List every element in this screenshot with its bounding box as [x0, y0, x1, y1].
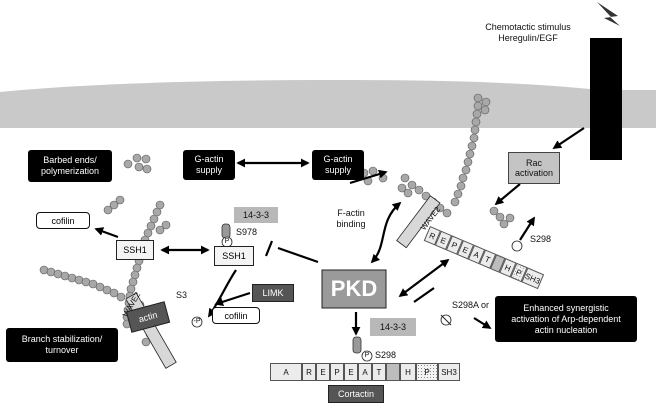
arrow-to-blank — [349, 169, 388, 185]
barbed-ends-line1: Barbed ends/ — [43, 155, 97, 165]
protein-1433-bottom-box: 14-3-3 — [370, 318, 416, 336]
arrow-limk-cofilin — [214, 291, 251, 307]
lightning-bolt-icon — [597, 2, 620, 26]
branch-line1: Branch stabilization/ — [21, 334, 103, 344]
cell-membrane — [0, 80, 656, 128]
gactin-left-line2: supply — [195, 165, 222, 175]
bottom-domain-t: T — [372, 363, 386, 381]
branch-line2: turnover — [45, 345, 79, 355]
s298-right-label: S298 — [530, 234, 552, 244]
rac-activation-box: Rac activation — [508, 152, 560, 184]
stimulus-label: Chemotactic stimulus Heregulin/EGF — [470, 22, 586, 44]
cortactin-label: Cortactin — [328, 385, 384, 403]
synergy-line1: Enhanced synergistic — [523, 302, 609, 313]
bottom-domain-r: R — [302, 363, 316, 381]
arrow-ssh1-dephospho — [208, 269, 237, 318]
arrow-pkd-factin — [370, 201, 402, 264]
barbed-ends-box: Barbed ends/ polymerization — [28, 150, 112, 182]
arrow-bottom-join — [413, 287, 435, 303]
bottom-domain-p: P — [330, 363, 344, 381]
inhibition-pkd-ssh1 — [277, 246, 319, 264]
bottom-domain-gap — [386, 363, 400, 381]
factin-line1: F-actin — [337, 208, 365, 218]
protein-1433-top-box: 14-3-3 — [234, 207, 278, 223]
cylinder-1433-bottom — [352, 336, 362, 354]
phospho-p-ssh1: P — [224, 238, 230, 245]
bottom-domain-p2: P — [416, 363, 438, 381]
gactin-right-line1: G-actin — [323, 154, 353, 164]
ssh1-left-box: SSH1 — [116, 240, 154, 260]
inhibition-bar — [264, 240, 274, 257]
factin-line2: binding — [336, 219, 366, 229]
factin-binding-label: F-actin binding — [326, 208, 376, 230]
ssh1-right-box: SSH1 — [214, 246, 254, 266]
bottom-domain-bar: A R E P E A T H P SH3 — [270, 363, 460, 381]
s978-label: S978 — [236, 227, 258, 237]
gactin-left-line1: G-actin — [194, 154, 224, 164]
s298-bottom-label: S298 — [375, 350, 397, 360]
stimulus-line1: Chemotactic stimulus — [485, 22, 571, 32]
gactin-right-line2: supply — [324, 165, 351, 175]
arrow-stimulus-rac — [552, 127, 585, 149]
pkd-box — [321, 269, 387, 309]
receptor — [590, 38, 622, 160]
cofilin-bottom-box: cofilin — [212, 307, 260, 324]
barbed-ends-line2: polymerization — [40, 166, 100, 176]
phospho-markers — [191, 236, 523, 362]
bottom-domain-sh3: SH3 — [438, 363, 460, 381]
pkd-label: PKD — [330, 276, 378, 301]
phospho-p-cortactin: P — [364, 352, 370, 359]
g-actin-monomers — [123, 153, 388, 186]
wave2-right-shape — [396, 195, 441, 249]
arrow-pkd-cortactin-right — [398, 258, 450, 298]
gactin-supply-right-box: G-actin supply — [312, 150, 364, 180]
arrow-ssh1-to-cofilin — [94, 227, 119, 239]
arrow-s298-up — [519, 216, 535, 241]
rac-line2: activation — [514, 168, 554, 178]
bottom-domain-e2: E — [344, 363, 358, 381]
bottom-domain-h: H — [400, 363, 416, 381]
cofilin-top-box: cofilin — [36, 212, 90, 229]
arrow-rac-wave — [494, 183, 521, 206]
bottom-domain-a: A — [270, 363, 302, 381]
limk-box: LIMK — [252, 284, 294, 302]
bottom-domain-e1: E — [316, 363, 330, 381]
phospho-minus-p: -P — [193, 318, 201, 325]
s3-label: S3 — [176, 290, 188, 300]
synergy-box: Enhanced synergistic activation of Arp-d… — [495, 296, 637, 342]
rac-line1: Rac — [525, 158, 542, 168]
s298a-label: S298A or — [452, 300, 490, 310]
synergy-line2: activation of Arp-dependent — [511, 313, 621, 324]
bottom-domain-a2: A — [358, 363, 372, 381]
gactin-supply-left-box: G-actin supply — [183, 150, 235, 180]
branch-stabilization-box: Branch stabilization/ turnover — [6, 328, 118, 362]
stimulus-line2: Heregulin/EGF — [498, 33, 558, 43]
synergy-line3: actin nucleation — [534, 324, 598, 335]
arrow-synergy — [473, 317, 492, 329]
